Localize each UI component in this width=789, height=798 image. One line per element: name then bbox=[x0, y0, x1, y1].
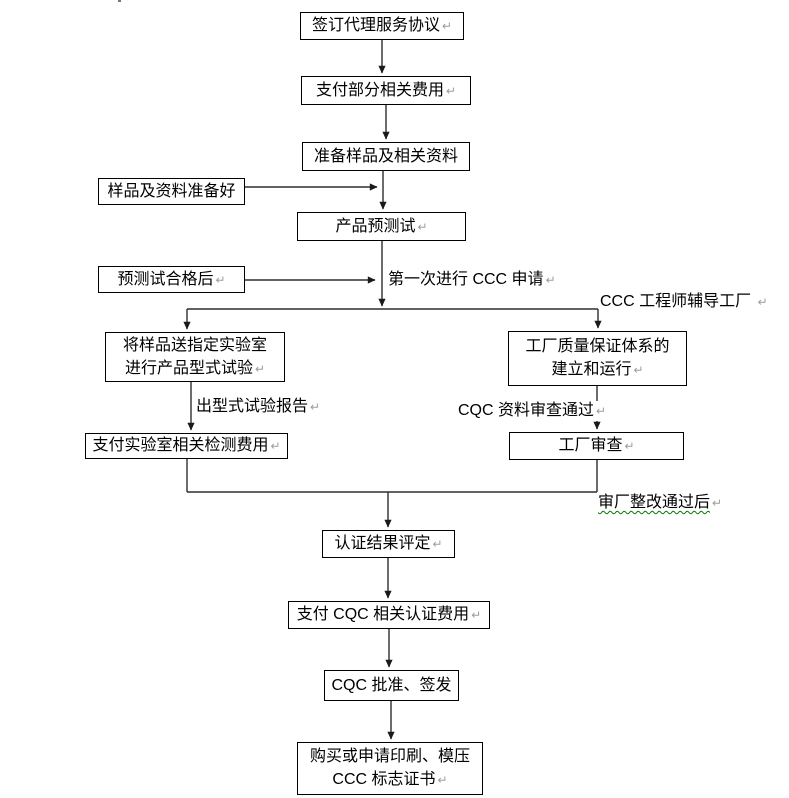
flow-box-pay-lab-fees: 支付实验室相关检测费用↵ bbox=[85, 433, 288, 459]
paragraph-mark: ↵ bbox=[310, 400, 321, 414]
flow-box-sign-agreement: 签订代理服务协议↵ bbox=[300, 12, 464, 40]
paragraph-mark: ↵ bbox=[254, 361, 266, 376]
box-text-line: 签订代理服务协议↵ bbox=[311, 17, 453, 34]
box-text-line: 准备样品及相关资料 bbox=[313, 148, 458, 165]
flow-box-buy-ccc-mark: 购买或申请印刷、模压 CCC 标志证书↵ bbox=[297, 742, 483, 795]
box-text-line: 支付 CQC 相关认证费用↵ bbox=[296, 606, 482, 623]
flow-box-cqc-approval: CQC 批准、签发 bbox=[324, 670, 459, 701]
flow-box-pay-partial-fees: 支付部分相关费用↵ bbox=[301, 76, 471, 105]
flow-box-send-samples-lab: 将样品送指定实验室 进行产品型式试验↵ bbox=[105, 332, 285, 382]
paragraph-mark: ↵ bbox=[417, 219, 428, 234]
box-text-line: 进行产品型式试验↵ bbox=[124, 359, 266, 377]
box-text-line: 样品及资料准备好 bbox=[107, 183, 236, 200]
flow-box-pay-cqc-fees: 支付 CQC 相关认证费用↵ bbox=[288, 601, 490, 629]
flow-box-pretest-passed: 预测试合格后↵ bbox=[98, 266, 245, 293]
label-ccc-engineer-coaching: CCC 工程师辅导工厂 ↵ bbox=[600, 293, 768, 310]
box-text-line: 将样品送指定实验室 bbox=[122, 336, 267, 354]
paragraph-mark: ↵ bbox=[270, 439, 281, 453]
paragraph-mark: ↵ bbox=[437, 773, 448, 787]
label-factory-rectification-passed: 审厂整改通过后↵ bbox=[598, 493, 723, 513]
paragraph-mark: ↵ bbox=[545, 273, 556, 287]
paragraph-mark: ↵ bbox=[596, 404, 607, 418]
label-cqc-doc-review-passed: CQC 资料审查通过↵ bbox=[458, 401, 607, 421]
box-text-line: 预测试合格后↵ bbox=[117, 270, 226, 288]
grammar-checked-text: 审厂整改通过后 bbox=[598, 494, 711, 511]
paragraph-mark: ↵ bbox=[633, 363, 644, 377]
paragraph-mark: ↵ bbox=[757, 295, 768, 309]
box-text-line: 工厂质量保证体系的 bbox=[525, 338, 670, 355]
flow-box-samples-ready: 样品及资料准备好 bbox=[98, 178, 245, 205]
label-type-test-report: 出型式试验报告↵ bbox=[196, 397, 321, 417]
box-text-line: 建立和运行↵ bbox=[551, 361, 644, 378]
flow-box-factory-qa-system: 工厂质量保证体系的 建立和运行↵ bbox=[508, 331, 687, 386]
flow-box-cert-result-eval: 认证结果评定↵ bbox=[322, 530, 455, 558]
label-first-ccc-application: 第一次进行 CCC 申请↵ bbox=[388, 270, 556, 290]
box-text-line: 产品预测试↵ bbox=[335, 217, 428, 235]
box-text-line: 工厂审查↵ bbox=[558, 437, 635, 454]
page-artifact-dot bbox=[118, 0, 121, 2]
box-text-line: 购买或申请印刷、模压 bbox=[309, 748, 470, 765]
flow-box-factory-audit: 工厂审查↵ bbox=[509, 432, 684, 460]
paragraph-mark: ↵ bbox=[432, 537, 443, 551]
flow-box-prepare-samples: 准备样品及相关资料 bbox=[302, 142, 470, 171]
box-text-line: 认证结果评定↵ bbox=[334, 535, 443, 552]
paragraph-mark: ↵ bbox=[441, 19, 453, 33]
flow-box-product-pretest: 产品预测试↵ bbox=[297, 212, 466, 241]
box-text-line: CCC 标志证书↵ bbox=[332, 771, 448, 788]
box-text-line: 支付实验室相关检测费用↵ bbox=[92, 437, 281, 454]
paragraph-mark: ↵ bbox=[445, 83, 457, 98]
paragraph-mark: ↵ bbox=[215, 272, 226, 287]
paragraph-mark: ↵ bbox=[471, 608, 482, 622]
box-text-line: 支付部分相关费用↵ bbox=[315, 81, 457, 99]
paragraph-mark: ↵ bbox=[624, 439, 635, 453]
box-text-line: CQC 批准、签发 bbox=[331, 677, 452, 694]
paragraph-mark: ↵ bbox=[712, 496, 723, 510]
